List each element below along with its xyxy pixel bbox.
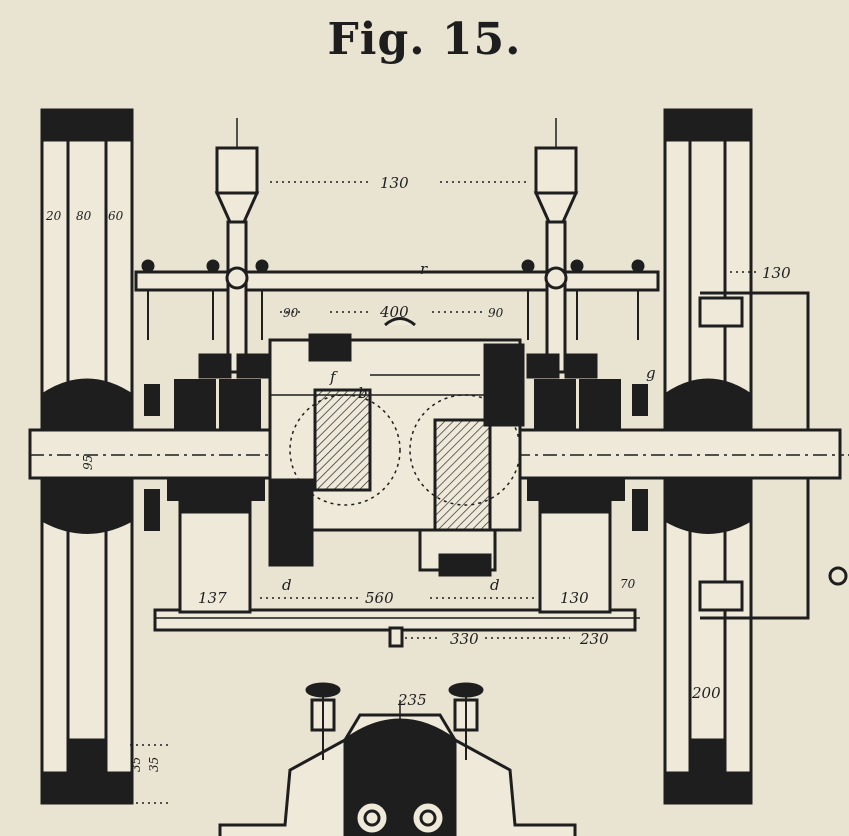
dim-right-small: 70 [620,577,636,591]
dim-bottom-span: 560 [365,589,394,607]
dim-left-wheel-low: 35 [129,757,143,772]
dim-right-wheel-low: 200 [691,684,721,702]
dimension-lines [130,181,758,804]
label-b: b [358,384,368,402]
dim-base-mid: 330 [450,630,479,648]
crank-housing [268,317,525,577]
dim-right-bottom: 130 [560,589,589,607]
valve-left [198,118,270,379]
dim-left-bottom: 137 [198,589,227,607]
label-d-left: d [282,576,292,594]
dim-rail-mid: 80 [76,209,92,223]
dim-center-span: 400 [379,303,409,321]
label-r: r [420,260,428,278]
dim-rail-right: 60 [108,209,124,223]
label-f: f [329,368,338,386]
dim-top-span: 130 [380,174,409,192]
dim-base-right: 230 [579,630,609,648]
dim-rail-left: 20 [45,209,62,223]
dim-left-wheel-low2: 35 [147,757,161,772]
part-labels: r f b g d d [282,260,656,594]
valve-right [526,118,598,379]
figure-title: Fig. 15. [327,14,522,65]
dim-shaft: 95 [81,455,95,470]
lower-cylinder [218,682,577,836]
label-d-right: d [490,576,500,594]
dimension-texts: 130 130 90 400 90 560 137 130 70 330 230… [45,174,791,772]
label-g: g [646,364,656,382]
governor-bar [134,259,660,340]
dim-right-offset: 90 [488,306,504,320]
dim-right-top: 130 [762,264,791,282]
bearings [144,379,648,531]
dim-lower-mount: 235 [397,691,427,709]
dim-left-offset: 90 [283,306,299,320]
